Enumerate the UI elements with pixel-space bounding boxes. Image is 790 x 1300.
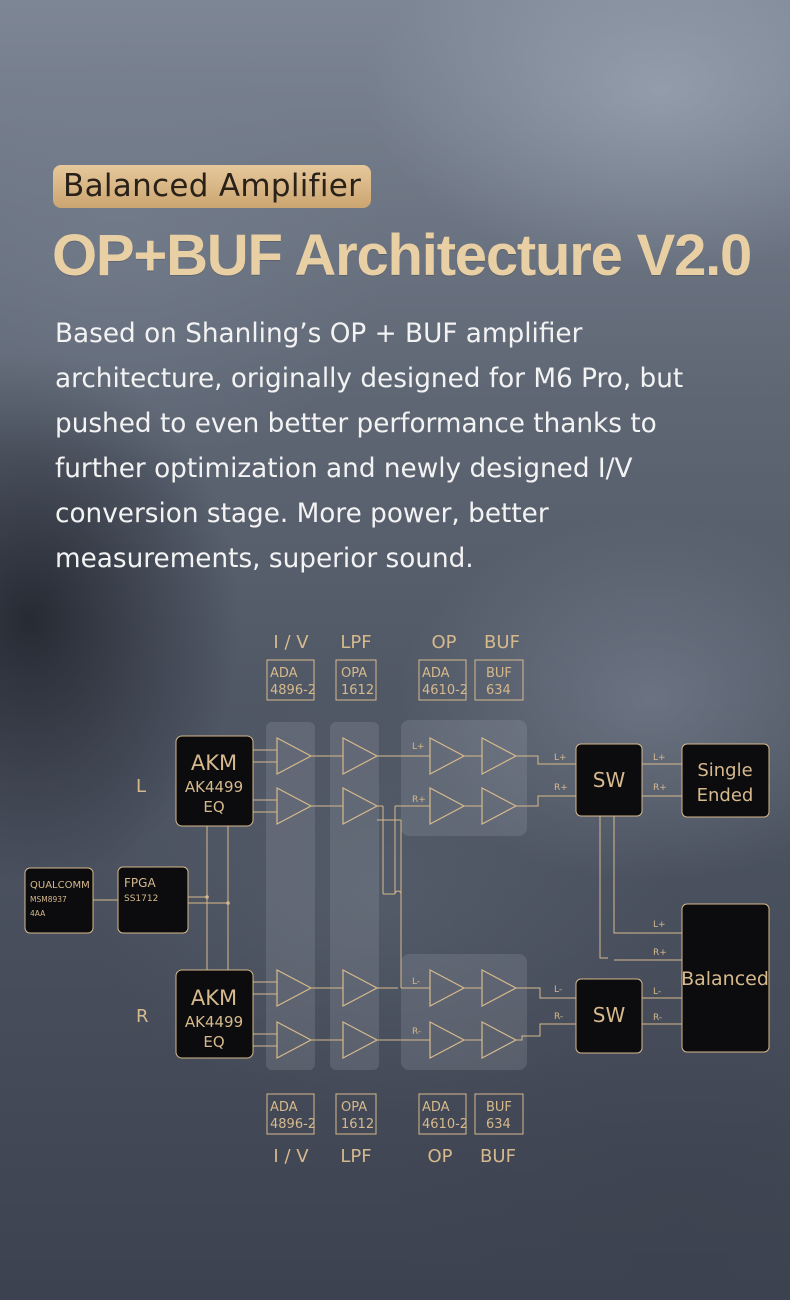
svg-text:BUF: BUF: [486, 666, 512, 681]
svg-text:4AA: 4AA: [30, 909, 46, 918]
op-buf-panel-bottom: [401, 954, 527, 1070]
svg-text:R+: R+: [653, 948, 667, 958]
iv-stage-panel: [266, 722, 315, 1070]
soc-chip-box: QUALCOMM MSM8937 4AA: [24, 867, 94, 934]
chip-box-op-top: ADA 4610-2: [418, 659, 468, 701]
svg-text:BUF: BUF: [486, 1100, 512, 1115]
dac-chip-left: AKM AK4499 EQ: [175, 735, 254, 827]
svg-text:SS1712: SS1712: [124, 894, 158, 904]
stage-label-op-bottom: OP: [427, 1146, 452, 1167]
section-badge: Balanced Amplifier: [53, 165, 372, 208]
switch-box-bottom: SW: [575, 978, 643, 1054]
svg-text:R+: R+: [412, 795, 426, 805]
svg-text:ADA: ADA: [422, 1100, 450, 1115]
signal-wiring: [93, 749, 682, 1047]
svg-text:MSM8937: MSM8937: [30, 895, 67, 904]
chip-box-iv-top: ADA 4896-2: [266, 659, 316, 701]
svg-text:EQ: EQ: [203, 798, 224, 816]
op-buf-panel-top: [401, 720, 527, 836]
svg-text:634: 634: [486, 683, 511, 698]
svg-text:Ended: Ended: [697, 785, 754, 806]
svg-text:ADA: ADA: [270, 666, 298, 681]
balanced-output-box: Balanced: [681, 903, 770, 1053]
stage-label-buf-bottom: BUF: [480, 1146, 516, 1167]
svg-text:SW: SW: [593, 1003, 626, 1027]
stage-label-op-top: OP: [431, 632, 456, 653]
svg-text:4896-2: 4896-2: [270, 683, 316, 698]
svg-text:FPGA: FPGA: [124, 876, 156, 890]
svg-text:R+: R+: [554, 783, 568, 793]
chip-box-op-bottom: ADA 4610-2: [418, 1093, 468, 1135]
svg-text:R+: R+: [653, 783, 667, 793]
single-ended-output-box: Single Ended: [681, 743, 770, 818]
svg-text:OPA: OPA: [341, 666, 367, 681]
svg-text:R-: R-: [653, 1013, 662, 1023]
svg-text:EQ: EQ: [203, 1033, 224, 1051]
svg-text:OPA: OPA: [341, 1100, 367, 1115]
stage-label-buf-top: BUF: [484, 632, 520, 653]
svg-text:1612: 1612: [341, 1117, 374, 1132]
channel-label-right: R: [136, 1006, 149, 1027]
chip-box-lpf-bottom: OPA 1612: [335, 1093, 377, 1135]
stage-label-lpf-top: LPF: [340, 632, 371, 653]
svg-text:4896-2: 4896-2: [270, 1117, 316, 1132]
chip-box-buf-top: BUF 634: [474, 659, 524, 701]
chip-box-buf-bottom: BUF 634: [474, 1093, 524, 1135]
svg-text:AK4499: AK4499: [185, 1013, 243, 1031]
svg-text:L-: L-: [412, 977, 420, 987]
svg-text:4610-2: 4610-2: [422, 683, 468, 698]
chip-box-iv-bottom: ADA 4896-2: [266, 1093, 316, 1135]
svg-text:L+: L+: [653, 920, 666, 930]
svg-text:Balanced: Balanced: [681, 968, 769, 990]
svg-text:QUALCOMM: QUALCOMM: [30, 880, 90, 891]
svg-text:4610-2: 4610-2: [422, 1117, 468, 1132]
svg-text:SW: SW: [593, 768, 626, 792]
stage-label-iv-top: I / V: [273, 632, 309, 653]
svg-text:AKM: AKM: [191, 986, 237, 1010]
amplifier-block-diagram: I / V LPF OP BUF ADA 4896-2 OPA 1612 ADA…: [24, 632, 770, 1167]
stage-label-lpf-bottom: LPF: [340, 1146, 371, 1167]
svg-text:R-: R-: [554, 1012, 563, 1022]
svg-text:ADA: ADA: [270, 1100, 298, 1115]
lpf-stage-panel: [330, 722, 379, 1070]
stage-label-iv-bottom: I / V: [273, 1146, 309, 1167]
svg-text:L+: L+: [412, 742, 425, 752]
svg-text:R-: R-: [412, 1027, 421, 1037]
svg-text:L-: L-: [653, 987, 661, 997]
page-title: OP+BUF Architecture V2.0: [52, 223, 752, 288]
chip-box-lpf-top: OPA 1612: [335, 659, 377, 701]
description-text: Based on Shanling’s OP + BUF amplifier a…: [55, 319, 684, 574]
svg-text:L+: L+: [653, 753, 666, 763]
dac-chip-right: AKM AK4499 EQ: [175, 969, 254, 1059]
svg-text:AKM: AKM: [191, 751, 237, 775]
svg-text:634: 634: [486, 1117, 511, 1132]
svg-text:AK4499: AK4499: [185, 778, 243, 796]
signal-labels: L+ R+ L- R- L+ R+ L- R- L+ R+ L+ R+ L- R…: [412, 742, 667, 1037]
svg-text:Single: Single: [697, 760, 752, 781]
svg-text:L-: L-: [554, 985, 562, 995]
svg-text:L+: L+: [554, 753, 567, 763]
switch-box-top: SW: [575, 743, 643, 817]
fpga-chip-box: FPGA SS1712: [117, 866, 189, 934]
channel-label-left: L: [136, 776, 146, 797]
svg-text:1612: 1612: [341, 683, 374, 698]
svg-text:ADA: ADA: [422, 666, 450, 681]
